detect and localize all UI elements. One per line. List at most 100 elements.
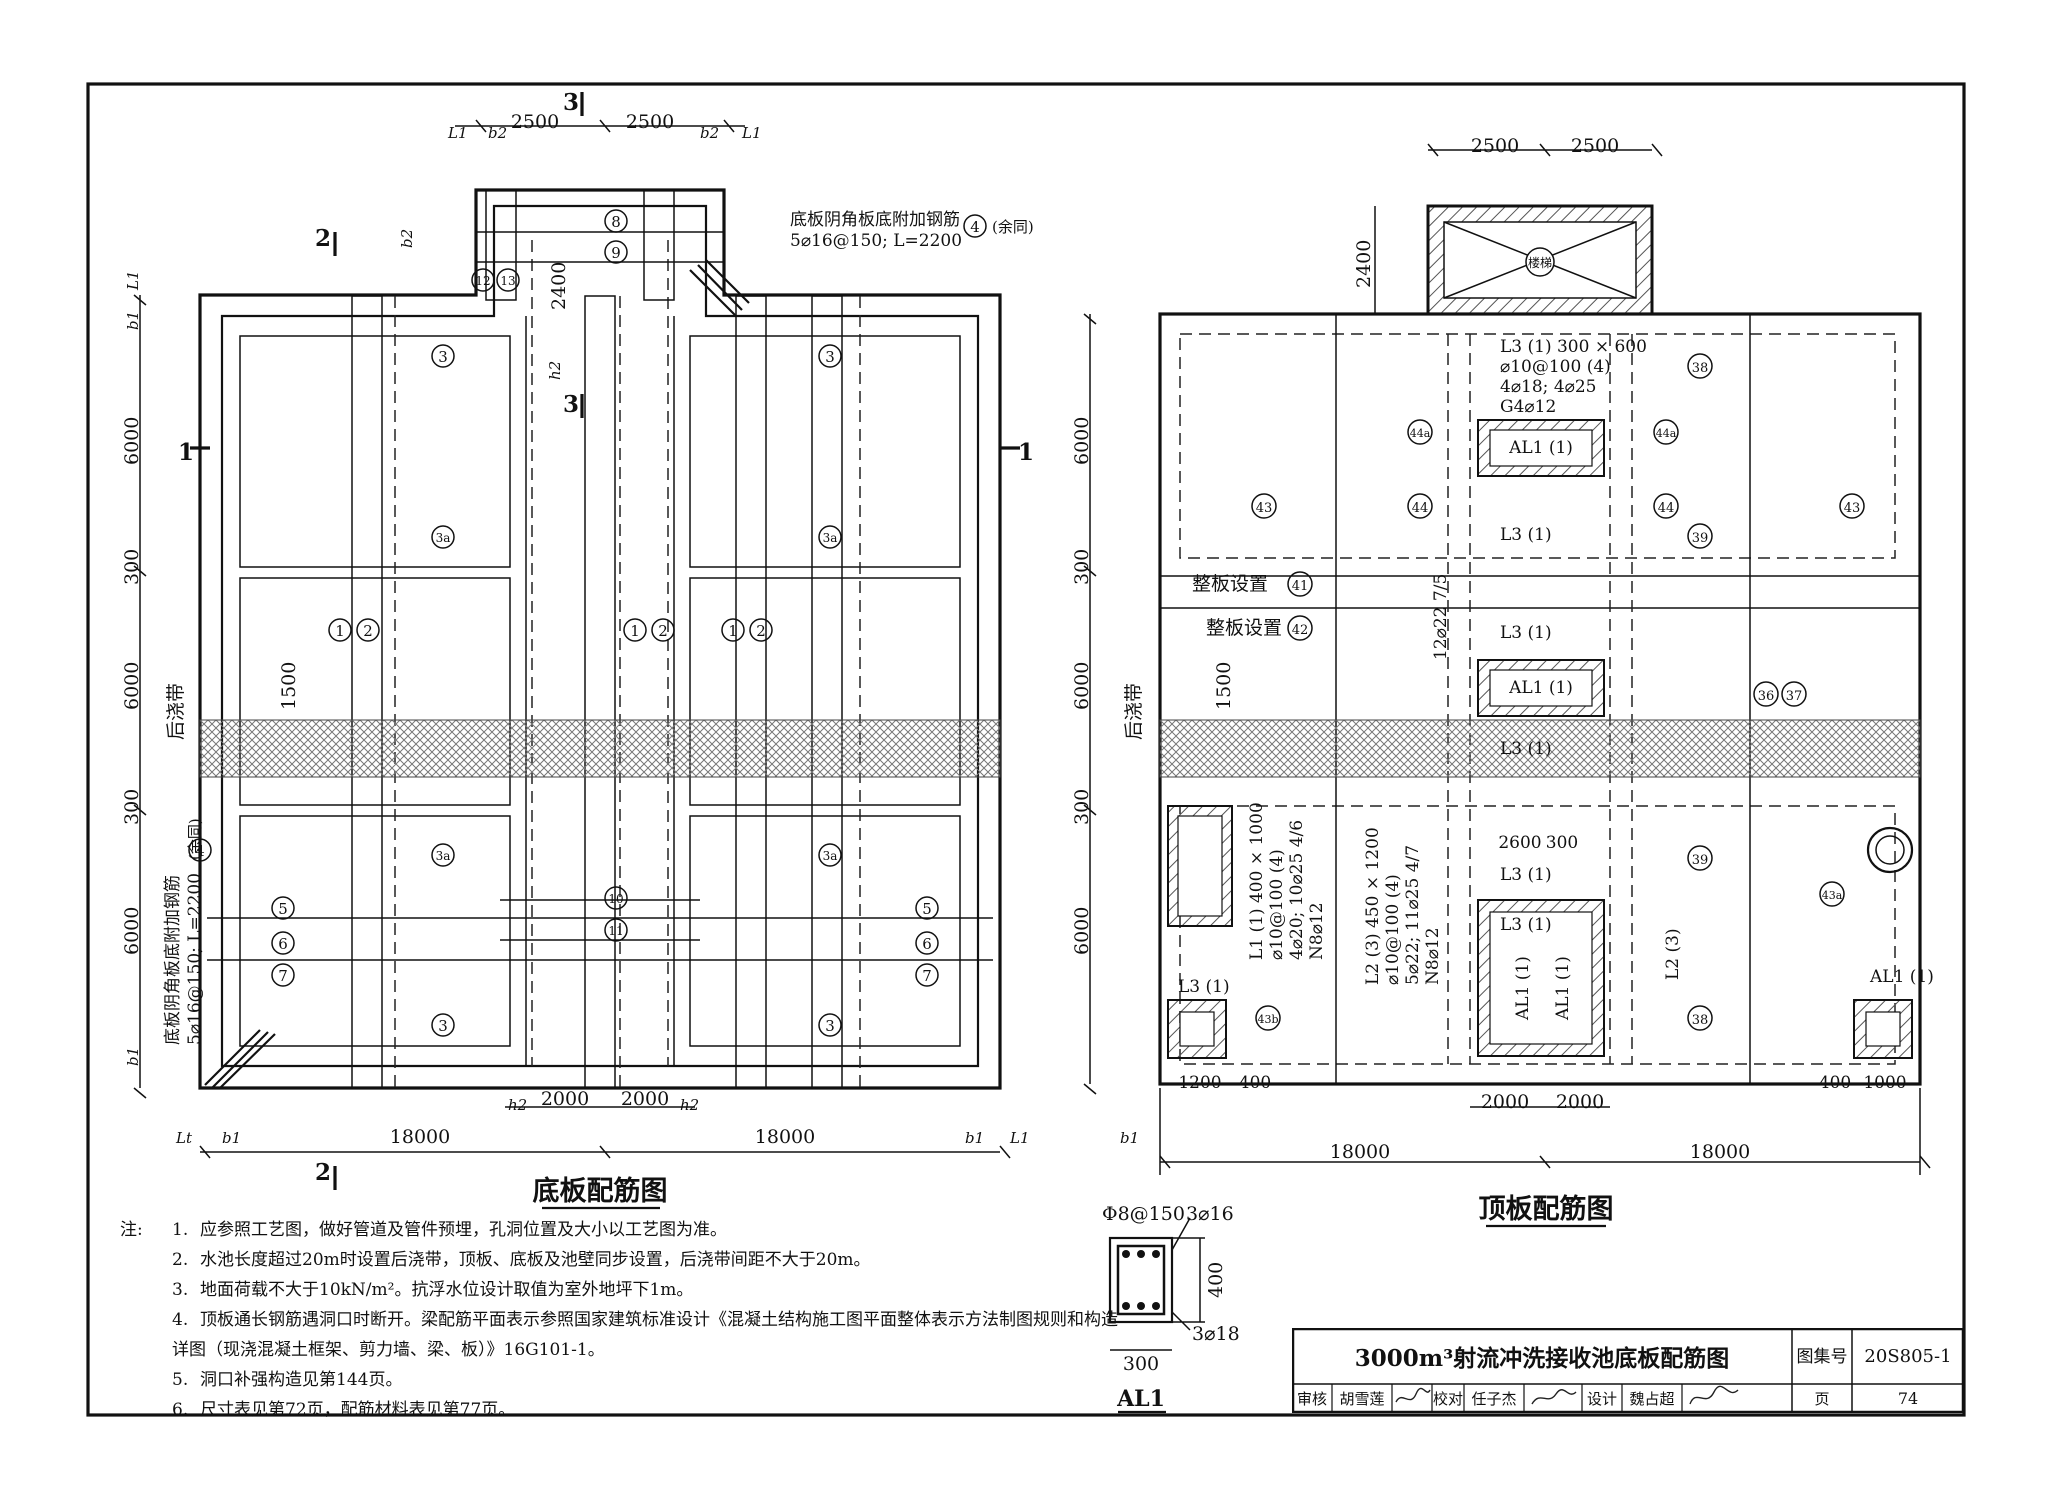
label-L1-c: L1 [124, 270, 142, 291]
note-1-number: 1. [172, 1220, 189, 1240]
bottom-dim-bottom-outer-2: 18000 [755, 1126, 815, 1148]
top-dim-2400: 2400 [1353, 240, 1375, 288]
top-post-pour-label: 后浇带 [1123, 683, 1145, 740]
bubble-11: 11 [608, 924, 623, 938]
bubble-4-left: 4 [195, 842, 205, 860]
notes-lead: 注: [120, 1220, 143, 1240]
section-mark-2-bottom: 2 [315, 1159, 331, 1186]
bubble-36: 36 [1758, 689, 1775, 704]
AL1-label-4: AL1 (1) [1513, 956, 1533, 1021]
AL1-height: 400 [1205, 1262, 1227, 1298]
note-3-number: 3. [172, 1280, 189, 1300]
bottom-dim-left-1: 6000 [121, 417, 143, 465]
bubble-1-mid: 1 [630, 622, 640, 640]
top-dim-left-1: 6000 [1071, 417, 1093, 465]
bubble-38-a: 38 [1692, 361, 1709, 376]
beam-L3-spec-3: 4⌀18; 4⌀25 [1500, 377, 1597, 397]
top-dim-2600: 2600 [1498, 833, 1541, 853]
reviewer-signature [1395, 1387, 1431, 1403]
beam-L1-spec-2: ⌀10@100 (4) [1267, 849, 1287, 960]
top-plan-bubbles: 43 43 44 44 44a 44a 38 38 39 39 36 37 41… [1251, 353, 1865, 1031]
label-b1-e: b1 [1120, 1129, 1139, 1147]
bubble-44a-a: 44a [1410, 427, 1431, 440]
label-b1-b: b1 [965, 1129, 984, 1147]
note-1: 注: 1. 应参照工艺图，做好管道及管件预埋，孔洞位置及大小以工艺图为准。 [120, 1215, 1120, 1245]
rebar-12-label: 12⌀22 7/5 [1431, 574, 1451, 660]
note-4-number: 4. [172, 1310, 189, 1330]
top-plan-title: 顶板配筋图 [1479, 1193, 1614, 1225]
notes: 注: 1.应参照工艺图，做好管道及管件预埋，孔洞位置及大小以工艺图为准。 2.水… [120, 1215, 1120, 1425]
AL1-bottom-bars: 3⌀18 [1192, 1323, 1240, 1345]
L3-label-3: L3 (1) [1500, 739, 1552, 759]
corner-note-left-suffix: (余同) [186, 818, 204, 860]
L3-label-4: L3 (1) [1500, 865, 1552, 885]
bubble-3-b: 3 [825, 348, 835, 366]
checker-name: 任子杰 [1471, 1390, 1516, 1408]
label-b1-c: b1 [124, 311, 142, 330]
bubble-43a: 43a [1822, 889, 1843, 902]
bubble-3-a: 3 [438, 348, 448, 366]
bubble-7-right: 7 [922, 967, 932, 985]
label-Lt: Lt [175, 1129, 193, 1147]
note-5-number: 5. [172, 1370, 189, 1390]
beam-L1-spec-4: N8⌀12 [1307, 902, 1327, 960]
bottom-dim-top-2: 2500 [626, 111, 674, 133]
bubble-6-left: 6 [278, 935, 288, 953]
section-mark-1-left: 1 [178, 439, 194, 466]
bottom-slab-outline [198, 188, 1002, 1090]
label-h2-c: h2 [680, 1096, 699, 1114]
note-4-text: 顶板通长钢筋遇洞口时断开。梁配筋平面表示参照国家建筑标准设计《混凝土结构施工图平… [172, 1310, 1118, 1360]
bubble-1-right: 1 [728, 622, 738, 640]
review-label: 审核 [1297, 1390, 1327, 1408]
note-3-text: 地面荷载不大于10kN/m²。抗浮水位设计取值为室外地坪下1m。 [200, 1280, 694, 1300]
bubble-6-right: 6 [922, 935, 932, 953]
label-b2-c: b2 [398, 229, 416, 248]
corner-note-top-tag: 4 [970, 218, 980, 236]
note-4: 4.顶板通长钢筋遇洞口时断开。梁配筋平面表示参照国家建筑标准设计《混凝土结构施工… [120, 1305, 1120, 1365]
bubble-2-right: 2 [756, 622, 766, 640]
bubble-43-b: 43 [1844, 501, 1861, 516]
label-h2-b: h2 [508, 1096, 527, 1114]
top-dim-300: 300 [1546, 833, 1578, 853]
note-1-text: 应参照工艺图，做好管道及管件预埋，孔洞位置及大小以工艺图为准。 [200, 1220, 727, 1240]
note-5-text: 洞口补强构造见第144页。 [200, 1370, 403, 1390]
bottom-dim-bottom-inner-2: 2000 [621, 1088, 669, 1110]
bubble-41: 41 [1292, 579, 1309, 594]
beam-L1-spec-3: 4⌀20; 10⌀25 4/6 [1287, 820, 1307, 960]
bubble-12: 12 [475, 274, 490, 288]
corner-note-top: 底板阴角板底附加钢筋 [790, 210, 960, 230]
corner-note-left: 底板阴角板底附加钢筋 [163, 875, 183, 1045]
AL1-label-5: AL1 (1) [1553, 956, 1573, 1021]
section-mark-3-top: 3 [563, 89, 579, 116]
beam-L3-spec-1: L3 (1) 300 × 600 [1500, 337, 1647, 357]
whole-slab-41-label: 整板设置 [1192, 573, 1268, 595]
bubble-3-d: 3 [825, 1017, 835, 1035]
bottom-dim-left-4: 300 [121, 789, 143, 825]
beam-L1-spec-1: L1 (1) 400 × 1000 [1247, 802, 1267, 960]
designer-name: 魏占超 [1629, 1390, 1674, 1408]
beam-L2-spec-1: L2 (3) 450 × 1200 [1363, 827, 1383, 985]
check-label: 校对 [1433, 1390, 1463, 1408]
L3-label-2: L3 (1) [1500, 623, 1552, 643]
top-dim-left-3: 6000 [1071, 662, 1093, 710]
AL1-label-2: AL1 (1) [1508, 678, 1573, 698]
AL1-name: AL1 [1116, 1386, 1165, 1412]
bubble-2-left: 2 [363, 622, 373, 640]
beam-L3-spec-4: G4⌀12 [1500, 397, 1556, 417]
design-label: 设计 [1587, 1390, 1617, 1408]
note-2-number: 2. [172, 1250, 189, 1270]
corner-note-left-spec: 5⌀16@150; L=2200 [185, 873, 205, 1045]
stair-label: 楼梯 [1528, 255, 1552, 270]
drawing-title: 3000m³射流冲洗接收池底板配筋图 [1355, 1345, 1729, 1372]
corner-note-top-spec: 5⌀16@150; L=2200 [790, 231, 962, 251]
top-dim-1500: 1500 [1213, 662, 1235, 710]
bubble-39-a: 39 [1692, 531, 1709, 546]
bubble-43b: 43b [1257, 1013, 1278, 1026]
top-dim-top-1: 2500 [1471, 135, 1519, 157]
bubble-44-b: 44 [1658, 501, 1675, 516]
L3-label-5: L3 (1) [1500, 915, 1552, 935]
bubble-44-a: 44 [1412, 501, 1429, 516]
label-L1-a: L1 [447, 124, 468, 142]
note-6: 6.尺寸表见第72页，配筋材料表见第77页。 [120, 1395, 1120, 1425]
